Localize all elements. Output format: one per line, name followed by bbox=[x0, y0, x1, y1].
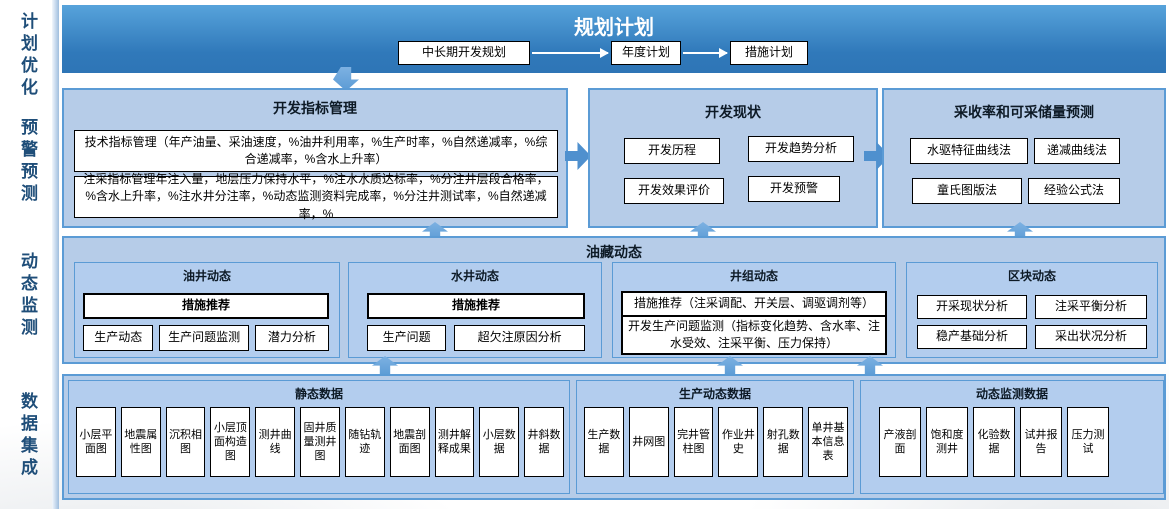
rail-label-data-integration: 数据集成 bbox=[18, 392, 37, 480]
monitoring-data-panel: 动态监测数据 产液剖面 饱和度测井 化验数据 试井报告 压力测试 bbox=[860, 380, 1164, 494]
oil-production-dynamic-box: 生产动态 bbox=[83, 325, 154, 351]
production-data-item: 作业井史 bbox=[718, 407, 759, 477]
static-data-panel: 静态数据 小层平面图 地震属性图 沉积相图 小层顶面构造图 测井曲线 固井质量测… bbox=[68, 380, 570, 494]
group-problem-monitor-box: 开发生产问题监测（指标变化趋势、含水率、注水受效、注采平衡、压力保持） bbox=[621, 315, 887, 355]
monitoring-data-item: 压力测试 bbox=[1067, 407, 1109, 477]
flow-arrow-icon bbox=[532, 48, 609, 58]
dev-warning-box: 开发预警 bbox=[748, 176, 840, 202]
well-group-panel: 井组动态 措施推荐（注采调配、开关层、调驱调剂等） 开发生产问题监测（指标变化趋… bbox=[612, 262, 896, 358]
oil-problem-monitor-box: 生产问题监测 bbox=[159, 325, 249, 351]
dev-status-title: 开发现状 bbox=[705, 104, 761, 120]
oil-measure-recommend-box: 措施推荐 bbox=[83, 293, 329, 319]
oil-well-title: 油井动态 bbox=[182, 269, 231, 283]
block-injection-balance-box: 注采平衡分析 bbox=[1035, 295, 1147, 319]
production-data-item: 完井管柱图 bbox=[673, 407, 714, 477]
injection-indicator-box: 注采指标管理年注入量，地层压力保持水平，%注水水质达标率，%分注井层段合格率，%… bbox=[74, 172, 558, 221]
static-data-item: 沉积相图 bbox=[165, 407, 206, 477]
block-extraction-status-box: 采出状况分析 bbox=[1035, 325, 1147, 349]
dev-history-box: 开发历程 bbox=[624, 138, 720, 164]
recovery-forecast-panel: 采收率和可采储量预测 水驱特征曲线法 递减曲线法 童氏图版法 经验公式法 bbox=[882, 88, 1166, 228]
block-stable-basis-box: 稳产基础分析 bbox=[917, 325, 1027, 349]
production-data-item: 射孔数据 bbox=[763, 407, 804, 477]
production-data-panel: 生产动态数据 生产数据 井网图 完井管柱图 作业井史 射孔数据 单井基本信息表 bbox=[576, 380, 854, 494]
monitoring-data-item: 产液剖面 bbox=[879, 407, 921, 477]
water-well-panel: 水井动态 措施推荐 生产问题 超欠注原因分析 bbox=[348, 262, 602, 358]
production-data-item: 井网图 bbox=[628, 407, 669, 477]
data-integration-panel: 静态数据 小层平面图 地震属性图 沉积相图 小层顶面构造图 测井曲线 固井质量测… bbox=[62, 374, 1166, 500]
monitoring-data-item: 饱和度测井 bbox=[926, 407, 968, 477]
oil-potential-analysis-box: 潜力分析 bbox=[254, 325, 330, 351]
water-production-problem-box: 生产问题 bbox=[367, 325, 447, 351]
left-rail-divider bbox=[52, 0, 59, 509]
static-data-item: 小层顶面构造图 bbox=[210, 407, 251, 477]
plan-step-measure: 措施计划 bbox=[730, 41, 808, 65]
static-data-item: 地震剖面图 bbox=[389, 407, 430, 477]
static-data-item: 井斜数据 bbox=[524, 407, 564, 477]
static-data-item: 地震属性图 bbox=[120, 407, 161, 477]
reservoir-dynamics-title: 油藏动态 bbox=[586, 244, 642, 260]
static-data-item: 小层数据 bbox=[479, 407, 520, 477]
static-data-item: 随钻轨迹 bbox=[344, 407, 385, 477]
static-data-item: 小层平面图 bbox=[76, 407, 116, 477]
recovery-forecast-title: 采收率和可采储量预测 bbox=[954, 104, 1094, 120]
static-data-item: 测井曲线 bbox=[255, 407, 296, 477]
dev-status-panel: 开发现状 开发历程 开发趋势分析 开发效果评价 开发预警 bbox=[588, 88, 878, 228]
dev-effect-box: 开发效果评价 bbox=[624, 178, 724, 204]
waterdrive-curve-box: 水驱特征曲线法 bbox=[910, 138, 1028, 164]
decline-curve-box: 递减曲线法 bbox=[1034, 138, 1120, 164]
planning-banner: 规划计划 中长期开发规划 年度计划 措施计划 bbox=[62, 5, 1166, 73]
rail-label-dynamic-monitor: 动态监测 bbox=[18, 252, 37, 340]
production-data-title: 生产动态数据 bbox=[678, 387, 751, 401]
water-measure-recommend-box: 措施推荐 bbox=[367, 293, 585, 319]
block-dynamics-title: 区块动态 bbox=[1007, 269, 1056, 283]
monitoring-data-item: 试井报告 bbox=[1020, 407, 1062, 477]
indicator-management-title: 开发指标管理 bbox=[273, 100, 357, 116]
static-data-item: 固井质量测井图 bbox=[300, 407, 340, 477]
water-well-title: 水井动态 bbox=[450, 269, 499, 283]
dev-trend-box: 开发趋势分析 bbox=[748, 136, 854, 162]
group-measure-recommend-box: 措施推荐（注采调配、开关层、调驱调剂等） bbox=[621, 291, 887, 317]
water-injection-cause-box: 超欠注原因分析 bbox=[454, 325, 585, 351]
rail-label-plan-optimization: 计划优化 bbox=[18, 12, 37, 100]
oil-well-panel: 油井动态 措施推荐 生产动态 生产问题监测 潜力分析 bbox=[74, 262, 340, 358]
static-data-title: 静态数据 bbox=[294, 387, 343, 401]
static-data-item: 测井解释成果 bbox=[434, 407, 475, 477]
technical-indicator-box: 技术指标管理（年产油量、采油速度，%油井利用率，%生产时率，%自然递减率，%综合… bbox=[74, 130, 558, 172]
monitoring-data-item: 化验数据 bbox=[973, 407, 1015, 477]
block-recovery-status-box: 开采现状分析 bbox=[917, 295, 1027, 319]
flow-arrow-icon bbox=[683, 48, 728, 58]
tong-chart-box: 童氏图版法 bbox=[912, 178, 1022, 204]
production-data-item: 单井基本信息表 bbox=[808, 407, 848, 477]
well-group-title: 井组动态 bbox=[729, 269, 778, 283]
planning-title: 规划计划 bbox=[574, 17, 654, 39]
production-data-item: 生产数据 bbox=[584, 407, 624, 477]
plan-step-annual: 年度计划 bbox=[611, 41, 681, 65]
block-dynamics-panel: 区块动态 开采现状分析 注采平衡分析 稳产基础分析 采出状况分析 bbox=[906, 262, 1158, 358]
empirical-formula-box: 经验公式法 bbox=[1028, 178, 1120, 204]
rail-label-warning-forecast: 预警预测 bbox=[18, 118, 37, 206]
reservoir-dynamics-panel: 油藏动态 油井动态 措施推荐 生产动态 生产问题监测 潜力分析 水井动态 措施推… bbox=[62, 236, 1166, 364]
indicator-management-panel: 开发指标管理 技术指标管理（年产油量、采油速度，%油井利用率，%生产时率，%自然… bbox=[62, 88, 568, 228]
plan-step-longterm: 中长期开发规划 bbox=[398, 41, 530, 65]
monitoring-data-title: 动态监测数据 bbox=[975, 387, 1048, 401]
